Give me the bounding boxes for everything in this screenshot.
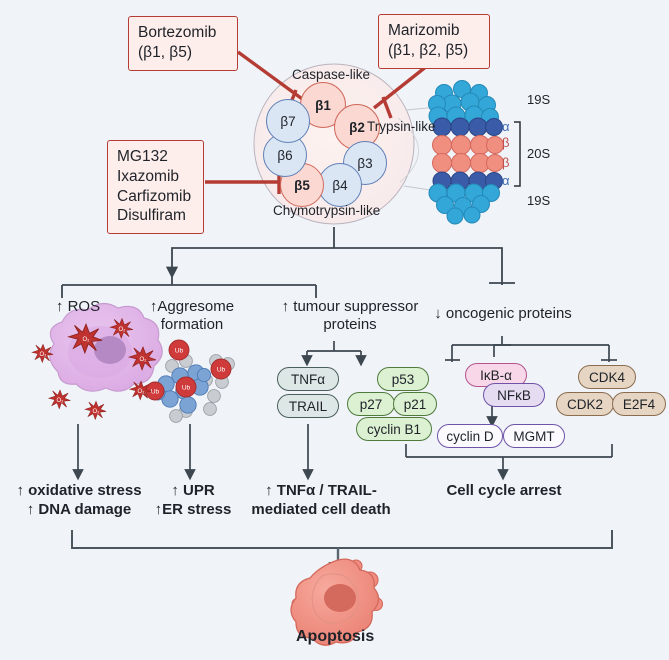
site-label-trypsin-like: Trypsin-like (367, 119, 436, 134)
pill-p27[interactable]: p27 (347, 392, 395, 416)
proteasome-stack-figure (428, 80, 521, 225)
svg-text:O₂: O₂ (140, 357, 148, 363)
pill-cdk4[interactable]: CDK4 (578, 365, 636, 389)
branch-heading-ros: ↑ ROS (55, 298, 101, 315)
stack-label-beta-bottom: β (502, 155, 510, 170)
stack-label-alpha-bottom: α (502, 173, 510, 188)
pill-cyclin-d[interactable]: cyclin D (437, 424, 503, 448)
svg-text:Ub: Ub (151, 388, 160, 395)
site-label-caspase-like: Caspase-like (292, 67, 371, 82)
svg-text:Ub: Ub (182, 385, 191, 392)
site-label-chymotrypsin-like: Chymotrypsin-like (273, 203, 381, 218)
aggresome-figure: Ub Ub Ub Ub (145, 339, 235, 423)
pill-p53[interactable]: p53 (377, 367, 429, 391)
pill-cdk2[interactable]: CDK2 (556, 392, 614, 416)
apoptosis-cell-figure (290, 558, 384, 646)
outcome-oxidative-stress: ↑ oxidative stress ↑ DNA damage (16, 482, 142, 518)
branch-heading-tumour-suppressor: ↑ tumour suppressor proteins (281, 298, 419, 334)
apoptosis-label: Apoptosis (296, 628, 375, 645)
pill-trail[interactable]: TRAIL (277, 394, 339, 418)
stack-label-alpha-top: α (502, 119, 510, 134)
svg-text:O₂: O₂ (40, 352, 48, 358)
branch-heading-oncogenic: ↓ oncogenic proteins (434, 305, 572, 322)
pill-p21[interactable]: p21 (393, 392, 437, 416)
ros-radical-labels: O₂ O₂ O₂ O₂ O₂ O₂ O₂ (40, 327, 148, 415)
stack-label-19s-bottom: 19S (527, 193, 551, 208)
svg-text:Ub: Ub (217, 367, 226, 374)
branch-heading-aggresome: ↑Aggresome formation (149, 298, 235, 334)
stack-label-20s: 20S (527, 146, 551, 161)
svg-text:Ub: Ub (175, 348, 184, 355)
subunit-beta7[interactable]: β7 (266, 99, 310, 143)
ros-radicals (31, 317, 157, 421)
outcome-cell-cycle-arrest: Cell cycle arrest (446, 482, 562, 499)
pill-nfkb[interactable]: NFκB (483, 383, 545, 407)
drug-box-bortezomib[interactable]: Bortezomib (β1, β5) (128, 16, 238, 71)
stack-label-19s-top: 19S (527, 92, 551, 107)
pill-mgmt[interactable]: MGMT (503, 424, 565, 448)
drug-box-marizomib[interactable]: Marizomib (β1, β2, β5) (378, 14, 490, 69)
svg-text:O₂: O₂ (138, 389, 146, 395)
pill-e2f4[interactable]: E2F4 (612, 392, 666, 416)
subunit-beta4[interactable]: β4 (318, 163, 362, 207)
svg-text:O₂: O₂ (93, 409, 101, 415)
outcome-tnfa-trail-cell-death: ↑ TNFα / TRAIL- mediated cell death (251, 482, 391, 518)
svg-text:O₂: O₂ (119, 327, 127, 333)
drug-box-mg132-group[interactable]: MG132 Ixazomib Carfizomib Disulfiram (107, 140, 204, 235)
outcome-upr: ↑ UPR ↑ER stress (154, 482, 232, 518)
pill-tnfa[interactable]: TNFα (277, 367, 339, 391)
stack-label-beta-top: β (502, 135, 510, 150)
svg-text:O₂: O₂ (83, 337, 91, 343)
inhibitor-arrow-marizomib (372, 60, 434, 119)
pill-cyclin-b1[interactable]: cyclin B1 (356, 417, 432, 441)
svg-text:O₂: O₂ (57, 398, 65, 404)
